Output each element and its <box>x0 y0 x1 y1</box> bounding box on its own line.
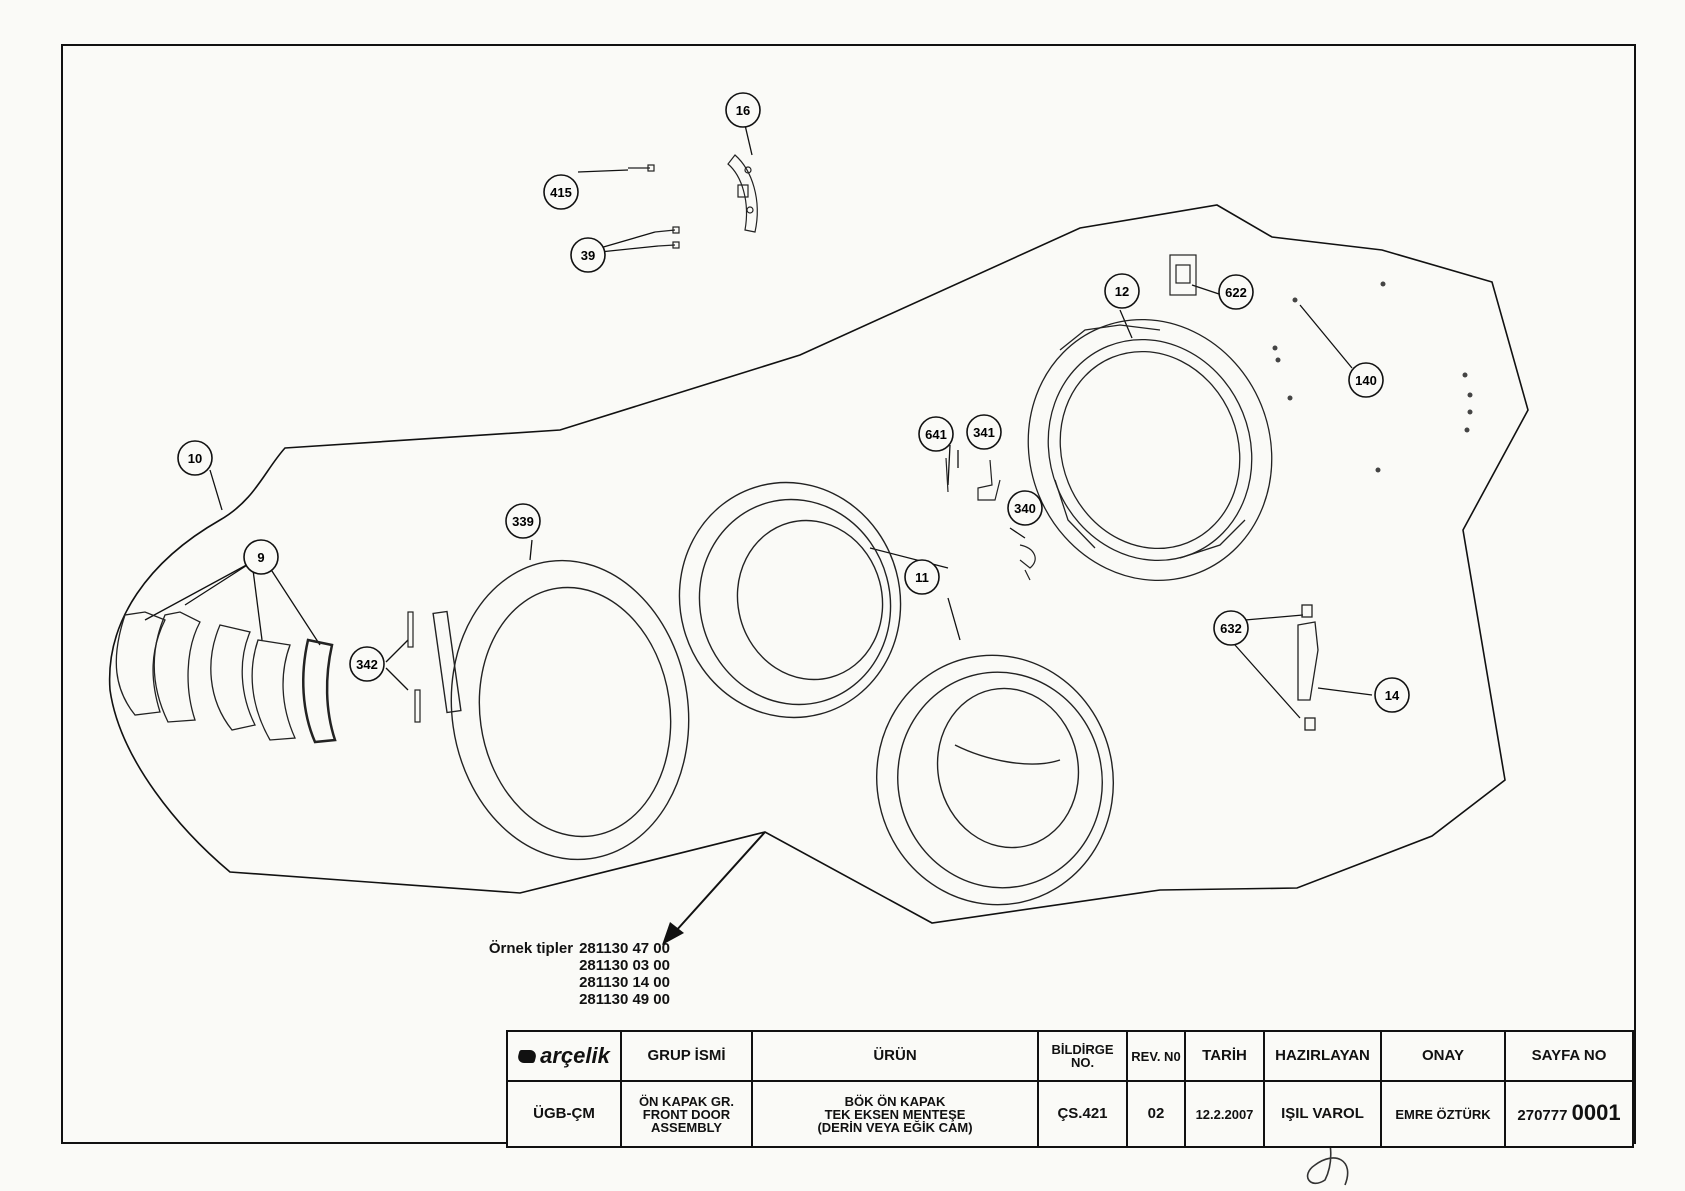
value-product-line3: (DERİN VEYA EĞİK CAM) <box>817 1119 973 1135</box>
header-approval: ONAY <box>1380 1030 1506 1082</box>
callout-circle <box>1007 490 1043 526</box>
brand-name: arçelik <box>540 1043 610 1068</box>
value-product: BÖK ÖN KAPAK TEK EKSEN MENTEŞE (DERİN VE… <box>751 1080 1039 1148</box>
value-rev-no: 02 <box>1126 1080 1186 1148</box>
callout-label: 14 <box>1385 688 1400 703</box>
door-handles-part-9 <box>115 611 337 744</box>
sample-type-code-1: 281130 47 00 <box>579 940 670 957</box>
brand-logo-icon <box>516 1049 538 1063</box>
callout-circle <box>1213 610 1249 646</box>
screws-part-140 <box>1272 281 1473 473</box>
latch-part-622 <box>1169 254 1197 296</box>
sample-type-code-2: 281130 03 00 <box>579 957 670 974</box>
door-frame-part-12 <box>1027 318 1273 582</box>
callouts: 16 415 39 622 12 140 10 641 341 340 9 339 11 342 632 14 <box>177 92 1410 713</box>
sample-types-label: Örnek tipler <box>488 940 574 957</box>
value-approval: EMRE ÖZTÜRK <box>1380 1080 1506 1148</box>
callout-circle <box>725 92 761 128</box>
callout-label: 415 <box>550 185 572 200</box>
value-dept: ÜGB-ÇM <box>506 1080 622 1148</box>
callout-label: 12 <box>1115 284 1129 299</box>
callout-circle <box>1374 677 1410 713</box>
pins-part-342 <box>407 611 421 723</box>
value-group-line2: FRONT DOOR <box>642 1106 731 1122</box>
callout-label: 340 <box>1014 501 1036 516</box>
page-number: 0001 <box>1571 1099 1621 1125</box>
callout-label: 339 <box>512 514 534 529</box>
sample-types-arrow <box>662 831 766 945</box>
callout-label: 16 <box>736 103 750 118</box>
callout-circle <box>505 503 541 539</box>
title-block: arçelik GRUP İSMİ ÜRÜN BİLDİRGE NO. REV.… <box>506 1030 1634 1148</box>
callout-circle <box>177 440 213 476</box>
small-parts-641-341-340 <box>945 457 1036 581</box>
assembly-group-outline <box>108 204 1529 924</box>
callout-circle <box>904 559 940 595</box>
header-product: ÜRÜN <box>751 1030 1039 1082</box>
value-group-line3: ASSEMBLY <box>650 1119 723 1135</box>
drawing-frame <box>61 44 1636 1144</box>
value-date: 12.2.2007 <box>1184 1080 1265 1148</box>
sample-types: Örnek tipler 281130 47 00 281130 03 00 28… <box>420 940 670 1008</box>
value-product-line2: TEK EKSEN MENTEŞE <box>824 1106 966 1122</box>
callout-label: 9 <box>257 550 264 565</box>
header-notice-no: BİLDİRGE NO. <box>1037 1030 1128 1082</box>
header-prepared-by: HAZIRLAYAN <box>1263 1030 1382 1082</box>
callout-circle <box>349 646 385 682</box>
value-page-no: 270777 0001 <box>1504 1080 1634 1148</box>
value-product-line1: BÖK ÖN KAPAK <box>844 1093 946 1109</box>
value-group-line1: ÖN KAPAK GR. <box>638 1093 735 1109</box>
callout-label: 632 <box>1220 621 1242 636</box>
callout-label: 11 <box>915 570 929 585</box>
screws-415-39 <box>628 164 680 249</box>
callout-label: 341 <box>973 425 995 440</box>
header-page-no: SAYFA NO <box>1504 1030 1634 1082</box>
callout-label: 622 <box>1225 285 1247 300</box>
leader-lines <box>144 124 1373 719</box>
header-group: GRUP İSMİ <box>620 1030 753 1082</box>
callout-circle <box>1348 362 1384 398</box>
hinge-plate-part-16 <box>727 154 758 233</box>
header-date: TARİH <box>1184 1030 1265 1082</box>
value-prepared-by: IŞIL VAROL <box>1263 1080 1382 1148</box>
page-prefix: 270777 <box>1517 1106 1568 1124</box>
callout-circle <box>918 416 954 452</box>
header-rev-no: REV. N0 <box>1126 1030 1186 1082</box>
callout-circle <box>543 174 579 210</box>
callout-circle <box>570 237 606 273</box>
callout-label: 342 <box>356 657 378 672</box>
callout-circle <box>1104 273 1140 309</box>
door-glass-part-11 <box>678 481 1115 906</box>
sample-type-code-3: 281130 14 00 <box>579 974 670 991</box>
callout-circle <box>243 539 279 575</box>
sample-type-code-4: 281130 49 00 <box>579 991 670 1008</box>
hinge-part-14 <box>1297 604 1319 731</box>
brand-logo: arçelik <box>506 1030 622 1082</box>
value-group: ÖN KAPAK GR. FRONT DOOR ASSEMBLY <box>620 1080 753 1148</box>
trim-ring-part-339 <box>432 559 690 861</box>
callout-label: 140 <box>1355 373 1377 388</box>
callout-circle <box>966 414 1002 450</box>
callout-label: 39 <box>581 248 595 263</box>
callout-circle <box>1218 274 1254 310</box>
callout-label: 641 <box>925 427 947 442</box>
value-notice-no: ÇS.421 <box>1037 1080 1128 1148</box>
callout-label: 10 <box>188 451 202 466</box>
